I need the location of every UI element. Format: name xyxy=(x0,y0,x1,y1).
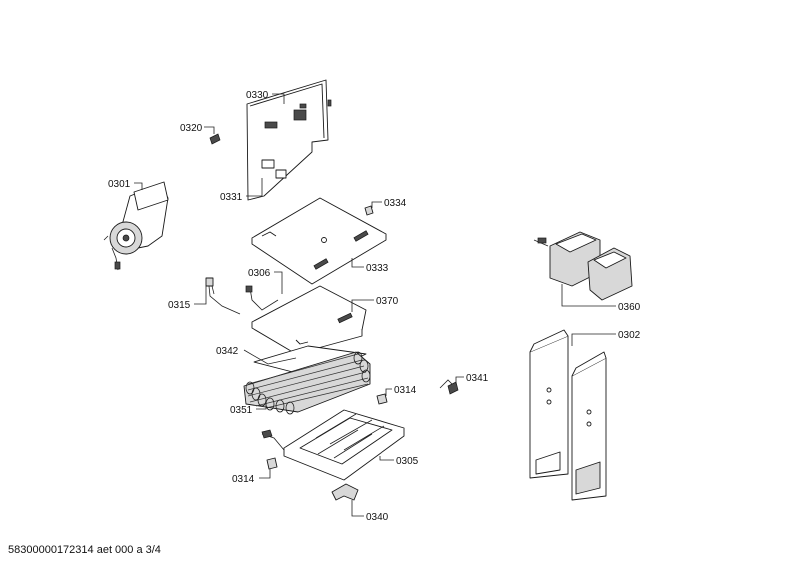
part-0305-drip-tray[interactable] xyxy=(261,409,405,481)
part-0320-clip[interactable] xyxy=(209,133,221,145)
part-0334-cap[interactable] xyxy=(364,205,374,216)
part-0370-evaporator-cover[interactable] xyxy=(251,285,367,355)
part-0314-spacer-upper[interactable] xyxy=(376,393,388,405)
label-0341: 0341 xyxy=(466,373,489,384)
part-0333-cover-plate[interactable] xyxy=(251,197,387,285)
part-0351-evaporator-coil[interactable] xyxy=(243,351,371,415)
document-reference: 58300000172314 aet 000 a 3/4 xyxy=(8,544,161,556)
label-0301: 0301 xyxy=(108,179,131,190)
part-0330-rear-panel[interactable] xyxy=(246,79,332,201)
label-0305: 0305 xyxy=(396,456,419,467)
label-0330: 0330 xyxy=(246,90,269,101)
label-0302: 0302 xyxy=(618,330,641,341)
part-0314-spacer-lower[interactable] xyxy=(266,457,278,470)
part-0306-sensor[interactable] xyxy=(245,285,279,311)
label-0342: 0342 xyxy=(216,346,239,357)
part-0315-probe[interactable] xyxy=(205,277,241,315)
label-0360: 0360 xyxy=(618,302,641,313)
label-0315: 0315 xyxy=(168,300,191,311)
label-0340: 0340 xyxy=(366,512,389,523)
label-0306: 0306 xyxy=(248,268,271,279)
label-0334: 0334 xyxy=(384,198,407,209)
label-0314-lower: 0314 xyxy=(232,474,255,485)
label-0351: 0351 xyxy=(230,405,253,416)
label-0331: 0331 xyxy=(220,192,243,203)
label-0320: 0320 xyxy=(180,123,203,134)
part-0340-drain-elbow[interactable] xyxy=(331,483,359,501)
label-0314-upper: 0314 xyxy=(394,385,417,396)
label-0333: 0333 xyxy=(366,263,389,274)
part-0302-side-panels[interactable] xyxy=(529,329,607,501)
part-0360-control-module[interactable] xyxy=(533,231,633,301)
leader-lines xyxy=(134,93,616,517)
label-0370: 0370 xyxy=(376,296,399,307)
part-labels: 0330 0320 0301 0331 0334 0333 0306 0370 … xyxy=(108,90,641,523)
part-0341-sensor-clip[interactable] xyxy=(439,379,459,395)
part-0301-fan-assembly[interactable] xyxy=(103,181,169,271)
